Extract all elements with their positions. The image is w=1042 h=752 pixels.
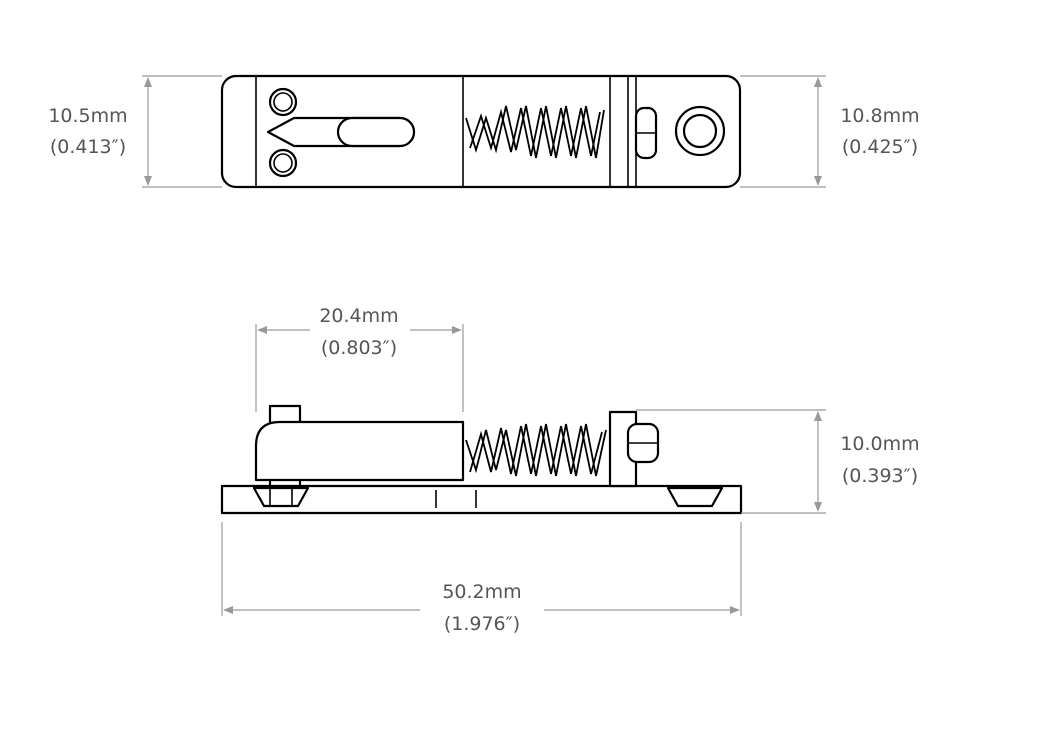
top-view	[220, 74, 742, 189]
dimension-side-height-inch: (0.393″)	[842, 465, 918, 487]
top-view-spring	[465, 105, 605, 159]
top-view-hole-lower-inner	[273, 153, 293, 173]
dimension-side-height: 10.0mm (0.393″)	[636, 409, 920, 514]
dimension-total-length-mm: 50.2mm	[442, 581, 521, 603]
top-view-hole-upper-inner	[273, 92, 293, 112]
side-view-countersink-right	[666, 486, 724, 508]
dimension-top-right: 10.8mm (0.425″)	[740, 75, 920, 188]
dimension-top-right-inch: (0.425″)	[842, 136, 918, 158]
dimension-side-height-mm: 10.0mm	[840, 433, 919, 455]
side-view-spring	[465, 423, 607, 477]
dimension-side-length-inch: (0.803″)	[321, 337, 397, 359]
dimension-top-left-inch: (0.413″)	[50, 136, 126, 158]
side-view	[220, 404, 743, 515]
top-view-slot	[336, 116, 416, 148]
dimension-top-right-mm: 10.8mm	[840, 105, 919, 127]
dimension-top-left: 10.5mm (0.413″)	[48, 75, 222, 188]
dimension-side-length-mm: 20.4mm	[319, 305, 398, 327]
dimension-top-left-mm: 10.5mm	[48, 105, 127, 127]
side-view-spring-back	[469, 425, 603, 475]
top-view-mount-hole-inner	[682, 113, 718, 149]
dimension-total-length-inch: (1.976″)	[444, 613, 520, 635]
top-view-spring-back	[469, 107, 601, 157]
side-view-saddle-body	[254, 420, 465, 482]
side-view-countersink-left	[252, 486, 310, 508]
side-view-base-plate	[220, 484, 743, 515]
dimension-total-length: 50.2mm (1.976″)	[221, 522, 742, 635]
dimension-side-length: 20.4mm (0.803″)	[255, 305, 464, 412]
